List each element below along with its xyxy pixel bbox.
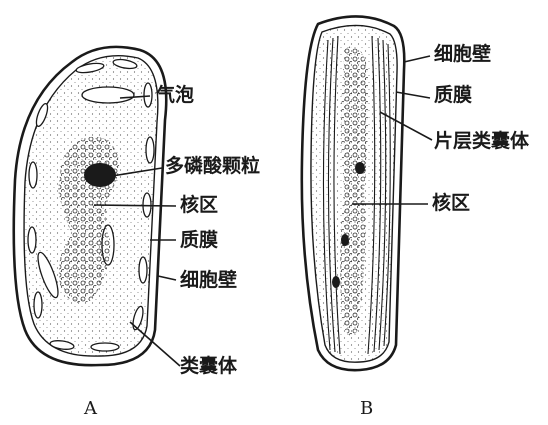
label-polyphosphate-granule: 多磷酸颗粒	[165, 157, 260, 176]
cell-b-granule-1	[355, 162, 365, 174]
panel-letter-a: A	[84, 400, 97, 418]
cell-b-granule-2	[341, 234, 349, 246]
panel-letter-b: B	[360, 400, 373, 418]
label-gas-vesicle: 气泡	[156, 86, 194, 105]
cell-b	[302, 16, 432, 370]
label-cell-wall-a: 细胞壁	[180, 271, 237, 290]
label-thylakoid: 类囊体	[180, 357, 237, 376]
label-lamellar-thylakoid: 片层类囊体	[434, 132, 529, 151]
cell-a-gas-vesicle	[82, 87, 134, 103]
label-nuclear-region-b: 核区	[432, 194, 470, 213]
cell-a-polyphosphate-granule	[84, 163, 116, 187]
label-membrane-a: 质膜	[180, 231, 218, 250]
label-cell-wall-b: 细胞壁	[434, 45, 491, 64]
label-nuclear-region-a: 核区	[180, 196, 218, 215]
label-membrane-b: 质膜	[434, 86, 472, 105]
cell-b-granule-3	[332, 276, 340, 288]
